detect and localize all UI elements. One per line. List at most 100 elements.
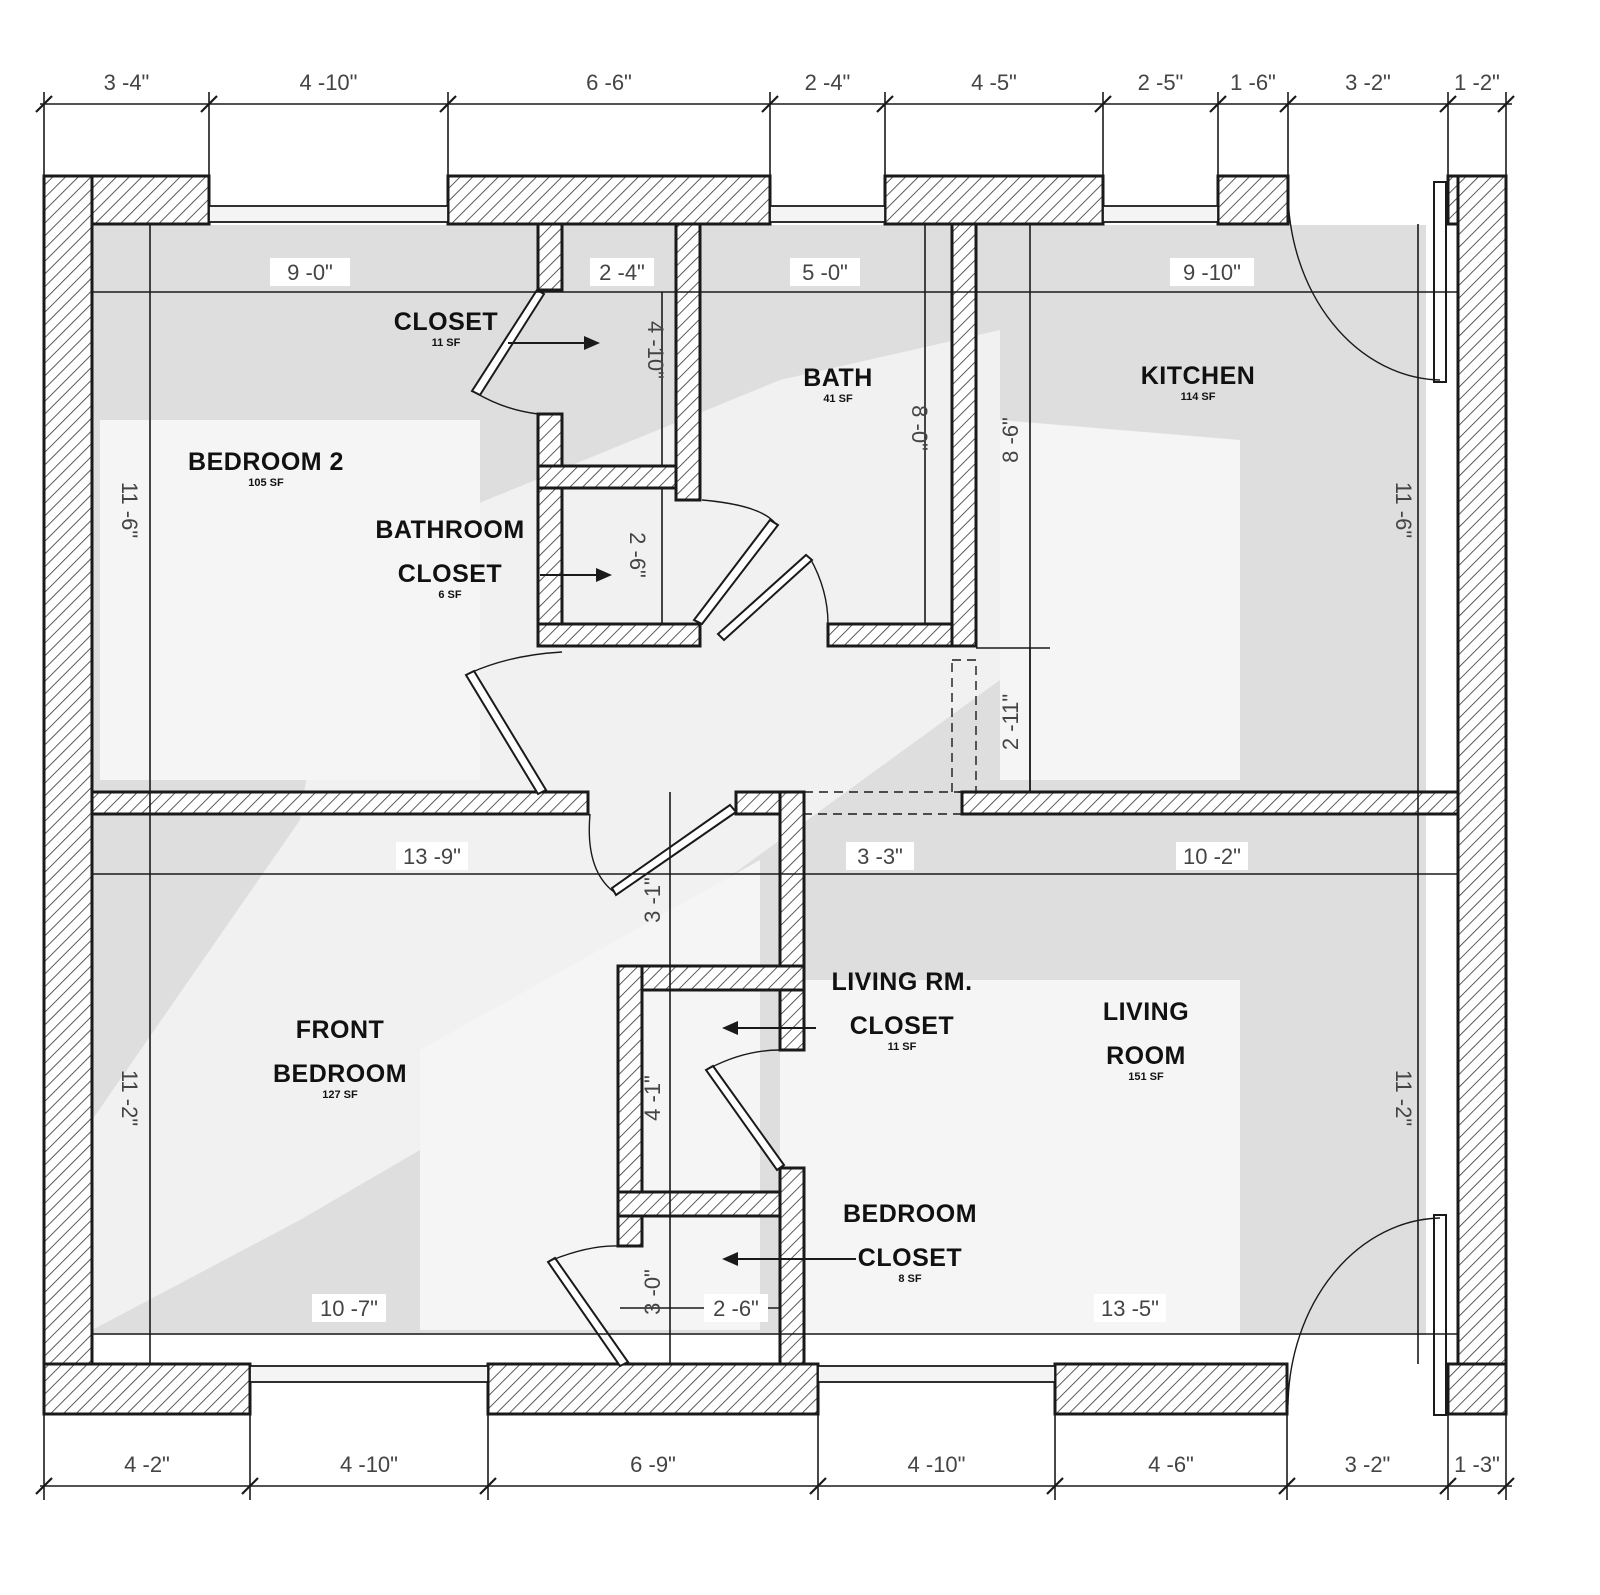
dimension-label: 2 -4" [805,70,851,95]
dimension-tick [35,1477,53,1495]
dim-living-depth: 11 -2" [1391,1070,1416,1126]
area-living-room: 151 SF [1128,1071,1164,1083]
dimension-label: 4 -10" [300,70,358,95]
dim-kitchen-width: 9 -10" [1183,260,1241,285]
dimension-tick [1046,1477,1064,1495]
label-bedroom-closet-2: CLOSET [858,1244,962,1272]
interior-dimension-lines [92,224,1458,1364]
dimension-tick [876,95,894,113]
opening-hall [803,791,963,815]
room-labels: BEDROOM 2 105 SF CLOSET 11 SF BATHROOM C… [188,308,1255,1285]
area-closet: 11 SF [432,337,461,349]
label-lr-closet-1: LIVING RM. [831,968,972,996]
walls [42,174,1508,1416]
opening-kitchen [951,659,977,793]
dimension-label: 4 -5" [971,70,1017,95]
door-bath [716,553,814,642]
label-living-room-2: ROOM [1106,1042,1186,1070]
dim-living-span: 10 -2" [1183,844,1241,869]
wall-lr-closet-top [616,964,806,992]
area-bathroom-closet: 6 SF [438,589,462,601]
dim-front-bedroom-span: 13 -9" [403,844,461,869]
dimension-tick [439,95,457,113]
dim-hall-width: 3 -3" [857,844,903,869]
dimension-tick [479,1477,497,1495]
wall-middle-1 [90,790,590,816]
dim-closet-width: 2 -4" [599,260,645,285]
wall-left [42,174,94,1416]
window-bedroom2 [208,205,449,223]
label-bath: BATH [803,364,873,392]
wall-bedroom-closet-right [778,1166,806,1366]
dimension-tick [1439,1477,1457,1495]
dim-living-width: 13 -5" [1101,1296,1159,1321]
door-front-bedroom [610,803,738,897]
dimension-label: 3 -2" [1345,70,1391,95]
dim-lr-closet-depth: 4 -1" [640,1075,665,1121]
dimension-label: 4 -2" [124,1452,170,1477]
dimension-tick [241,1477,259,1495]
dimension-label: 4 -10" [340,1452,398,1477]
dimension-label: 4 -6" [1148,1452,1194,1477]
dimension-label: 3 -2" [1345,1452,1391,1477]
door-living-exterior [1433,1214,1447,1416]
dim-bedroom-closet-depth: 3 -0" [640,1269,665,1315]
dim-kitchen-depth: 11 -6" [1391,482,1416,538]
wall-top-4 [1216,174,1290,226]
area-front-bedroom: 127 SF [322,1089,358,1101]
wall-closet-bottom [536,622,702,648]
door-kitchen-exterior [1433,181,1447,383]
wall-closet-left-bottom [536,412,564,648]
label-bathroom-closet-1: BATHROOM [375,516,524,544]
wall-bottom-3 [1053,1362,1289,1416]
windows [208,205,1219,1383]
wall-middle-3 [960,790,1460,816]
dim-opening: 2 -11" [998,694,1023,750]
wall-lr-closet-bottom [616,1190,806,1218]
label-bedroom-closet-1: BEDROOM [843,1200,977,1228]
dimension-tick [1279,95,1297,113]
dim-bath-width: 5 -0" [802,260,848,285]
wall-bedroom-closet-left [616,1214,644,1248]
window-bath [769,205,886,223]
dimension-label: 1 -2" [1454,70,1500,95]
wall-bottom-1 [42,1362,252,1416]
wall-bottom-2 [486,1362,820,1416]
dimension-label: 4 -10" [908,1452,966,1477]
dimension-tick [1094,95,1112,113]
wall-top-3 [883,174,1105,226]
window-living-room [817,1365,1056,1383]
background-shading [92,225,1426,1335]
label-bathroom-closet-2: CLOSET [398,560,502,588]
dim-bath-depth: 8 -0" [907,405,932,451]
dimension-tick [35,95,53,113]
dimension-tick [1209,95,1227,113]
dimension-tick [809,1477,827,1495]
dimension-tick [1278,1477,1296,1495]
dim-bath-closet-depth: 2 -6" [625,532,650,578]
dimension-tick [1439,95,1457,113]
dimension-tick [1497,95,1515,113]
dimension-label: 2 -5" [1138,70,1184,95]
label-closet: CLOSET [394,308,498,336]
label-living-room-1: LIVING [1103,998,1189,1026]
dim-hall-depth: 3 -1" [640,877,665,923]
dim-front-bedroom-depth: 11 -2" [117,1070,142,1126]
dim-bedroom2-depth: 11 -6" [117,482,142,538]
area-lr-closet: 11 SF [888,1041,917,1053]
dimension-tick [1497,1477,1515,1495]
dim-bedroom-closet-width: 2 -6" [713,1296,759,1321]
dim-closet-depth: 4 -10" [643,321,668,379]
dimension-label: 1 -6" [1230,70,1276,95]
area-kitchen: 114 SF [1181,391,1216,403]
area-bath: 41 SF [823,393,853,405]
door-bathroom-closet [692,518,780,626]
wall-bath-left [674,222,702,502]
closet-arrows [508,336,856,1266]
dim-kitchen-depth-left: 8 -6" [998,417,1023,463]
interior-dimension-texts: 9 -0" 2 -4" 5 -0" 9 -10" 4 -10" 2 -6" 8 … [117,258,1416,1322]
wall-bottom-4 [1446,1362,1508,1416]
dimension-label: 3 -4" [104,70,150,95]
window-front-bedroom [249,1365,489,1383]
